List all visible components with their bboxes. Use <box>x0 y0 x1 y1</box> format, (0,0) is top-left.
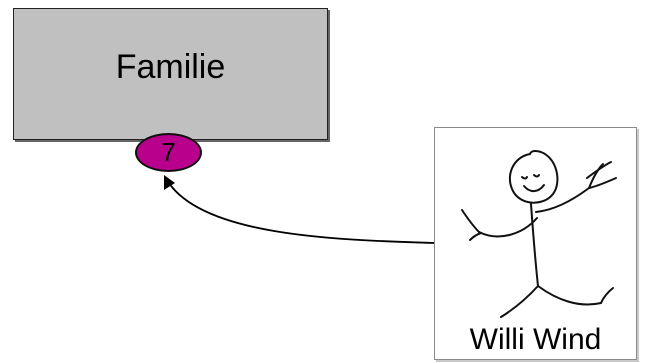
connector-line <box>166 179 437 244</box>
count-badge[interactable]: 7 <box>135 133 202 172</box>
person-name: Willi Wind <box>469 323 602 356</box>
family-node[interactable]: Familie <box>13 8 328 140</box>
stick-figure-icon <box>461 149 617 318</box>
family-label: Familie <box>115 47 226 86</box>
connector-arrowhead <box>164 175 175 190</box>
person-card[interactable]: Willi Wind <box>434 127 637 360</box>
